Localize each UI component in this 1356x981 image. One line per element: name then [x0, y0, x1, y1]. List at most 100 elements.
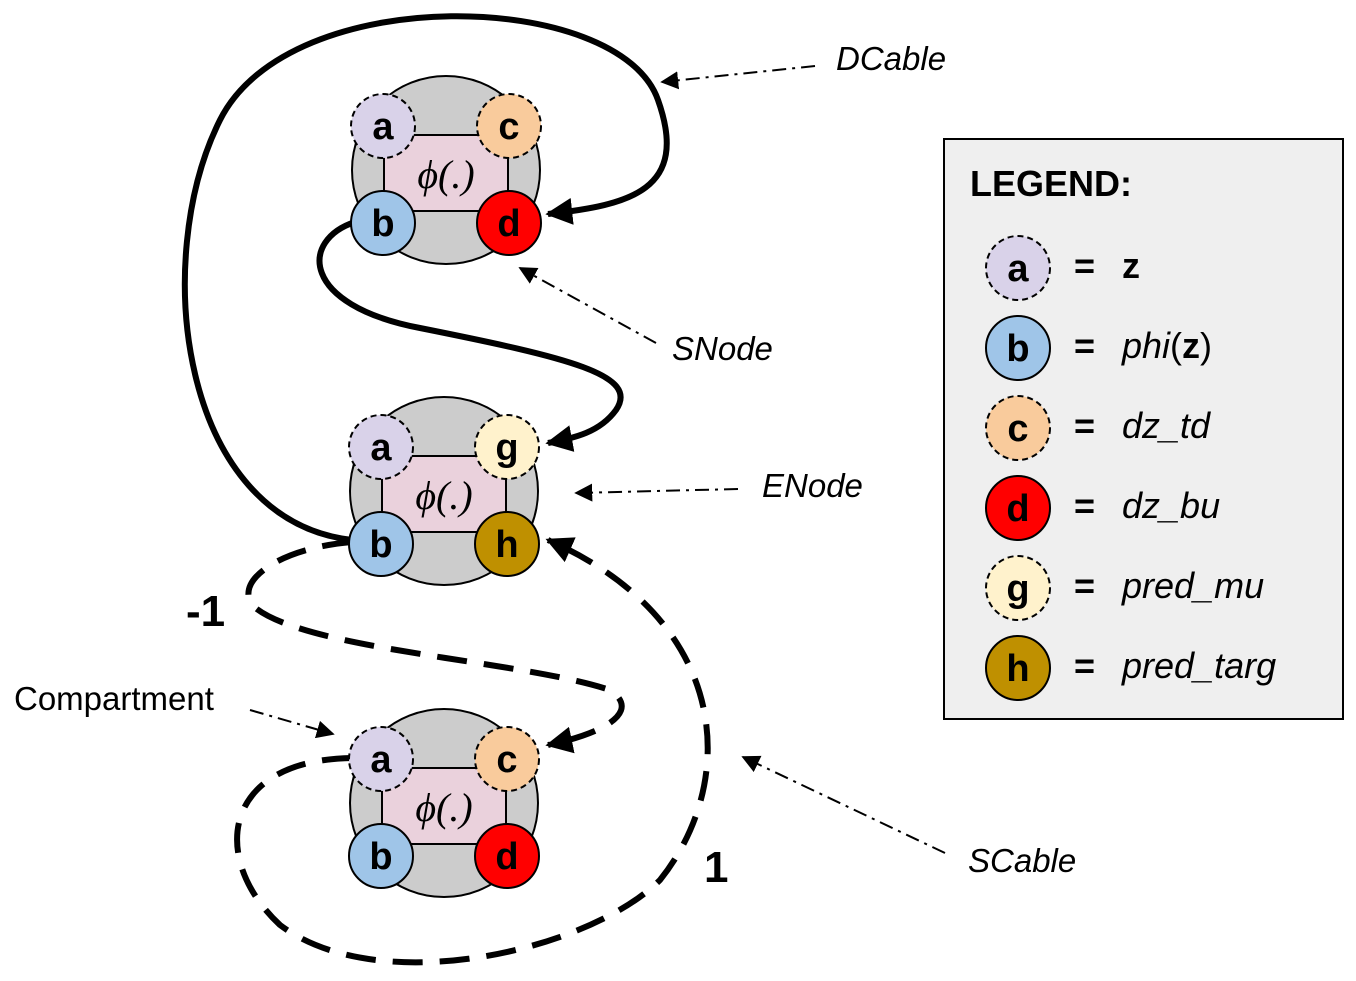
- compartment-port-b: b: [348, 823, 414, 889]
- snode-port-a: a: [350, 93, 416, 159]
- enode-port-b-label: b: [369, 524, 392, 566]
- snode-port-b-circle: [350, 190, 416, 256]
- snode-label: SNode: [672, 330, 773, 367]
- compartment-port-d: d: [474, 823, 540, 889]
- snode-to-enode-edge: [316, 219, 624, 452]
- legend-value-d: dz_bu: [1122, 485, 1220, 526]
- enode-port-b: b: [348, 511, 414, 577]
- legend-port-a-label: a: [1007, 248, 1029, 290]
- enode-port-h-circle: [474, 511, 540, 577]
- scable-minus-one-edge: [245, 539, 625, 754]
- snode-port-b: b: [350, 190, 416, 256]
- dcable-label: DCable: [836, 40, 946, 77]
- enode-node: ϕ(.) a g b h: [348, 396, 540, 586]
- legend-value-c-part-0: dz_td: [1122, 405, 1211, 446]
- legend-port-h-label: h: [1006, 648, 1029, 690]
- enode-port-h: h: [474, 511, 540, 577]
- compartment-port-d-label: d: [495, 836, 518, 878]
- compartment-phi-label: ϕ(.): [415, 785, 472, 830]
- legend-port-a-circle: [985, 235, 1051, 301]
- enode-port-g: g: [474, 414, 540, 480]
- compartment-port-c-circle: [474, 726, 540, 792]
- compartment-port-a-circle: [348, 726, 414, 792]
- snode-port-d: d: [476, 190, 542, 256]
- legend-equals-a: =: [1074, 245, 1095, 286]
- snode-port-b-label: b: [371, 203, 394, 245]
- compartment-port-c-label: c: [496, 739, 517, 781]
- legend-title: LEGEND:: [970, 163, 1132, 204]
- snode-port-a-circle: [350, 93, 416, 159]
- legend-value-a-part-0: z: [1122, 245, 1140, 286]
- enode-phi-label: ϕ(.): [415, 473, 472, 518]
- enode-callout-arrow: [574, 483, 739, 502]
- snode-port-c: c: [476, 93, 542, 159]
- legend-port-c-label: c: [1007, 408, 1028, 450]
- enode-port-g-circle: [474, 414, 540, 480]
- enode-port-a-circle: [348, 414, 414, 480]
- compartment-label: Compartment: [14, 680, 214, 717]
- legend-port-h-circle: [985, 635, 1051, 701]
- legend-equals-b: =: [1074, 325, 1095, 366]
- legend-value-d-part-0: dz_bu: [1122, 485, 1220, 526]
- compartment-node: ϕ(.) a c b d: [348, 708, 540, 898]
- legend-box: LEGEND: a=zb=phi(z)c=dz_tdd=dz_bug=pred_…: [943, 138, 1344, 720]
- weight-one: 1: [704, 843, 728, 892]
- legend-value-g: pred_mu: [1121, 565, 1264, 606]
- snode-port-a-label: a: [372, 106, 394, 148]
- enode-port-h-label: h: [495, 524, 518, 566]
- compartment-callout-arrow: [249, 709, 335, 739]
- legend-port-g-circle: [985, 555, 1051, 621]
- dcable-edge: [181, 13, 670, 543]
- legend-value-b-part-1: (: [1170, 325, 1182, 366]
- scable-label: SCable: [968, 842, 1076, 879]
- snode-callout-arrow: [518, 267, 657, 344]
- legend-value-g-part-0: pred_mu: [1121, 565, 1264, 606]
- snode-port-d-circle: [476, 190, 542, 256]
- compartment-port-b-label: b: [369, 836, 392, 878]
- legend-entry-d: d = dz_bu: [985, 475, 1220, 541]
- snode-port-c-circle: [476, 93, 542, 159]
- compartment-port-c: c: [474, 726, 540, 792]
- legend-equals-c: =: [1074, 405, 1095, 446]
- legend-value-c: dz_td: [1122, 405, 1211, 446]
- legend-value-b-part-0: phi: [1121, 325, 1171, 366]
- legend-port-d-circle: [985, 475, 1051, 541]
- scable-callout-arrow: [741, 755, 946, 854]
- dcable-callout-arrow: [660, 65, 816, 90]
- compartment-port-b-circle: [348, 823, 414, 889]
- scable-one-edge: [234, 537, 711, 966]
- legend-value-b-part-2: z: [1182, 325, 1200, 366]
- snode-node: ϕ(.) a c b d: [350, 75, 542, 265]
- legend-value-h: pred_targ: [1121, 645, 1276, 686]
- legend-entry-g: g = pred_mu: [985, 555, 1264, 621]
- legend-equals-h: =: [1074, 645, 1095, 686]
- legend-port-g-label: g: [1006, 568, 1029, 610]
- legend-port-d-label: d: [1006, 488, 1029, 530]
- weight-minus-one: -1: [186, 587, 225, 636]
- snode-port-d-label: d: [497, 203, 520, 245]
- legend-value-b-part-3: ): [1200, 325, 1212, 366]
- legend-entry-b: b = phi(z): [985, 315, 1212, 381]
- legend-equals-d: =: [1074, 485, 1095, 526]
- snode-port-c-label: c: [498, 106, 519, 148]
- compartment-port-d-circle: [474, 823, 540, 889]
- compartment-port-a-label: a: [370, 739, 392, 781]
- legend-entry-c: c = dz_td: [985, 395, 1211, 461]
- legend-value-h-part-0: pred_targ: [1121, 645, 1276, 686]
- enode-label: ENode: [762, 467, 863, 504]
- legend-entry-a: a = z: [985, 235, 1140, 301]
- legend-equals-g: =: [1074, 565, 1095, 606]
- legend-port-c-circle: [985, 395, 1051, 461]
- enode-port-a-label: a: [370, 427, 392, 469]
- enode-port-a: a: [348, 414, 414, 480]
- snode-phi-label: ϕ(.): [417, 152, 474, 197]
- legend-port-b-label: b: [1006, 328, 1029, 370]
- legend-entry-h: h = pred_targ: [985, 635, 1276, 701]
- compartment-port-a: a: [348, 726, 414, 792]
- legend-value-b: phi(z): [1121, 325, 1212, 366]
- enode-port-b-circle: [348, 511, 414, 577]
- enode-port-g-label: g: [495, 427, 518, 469]
- legend-port-b-circle: [985, 315, 1051, 381]
- legend-value-a: z: [1122, 245, 1140, 286]
